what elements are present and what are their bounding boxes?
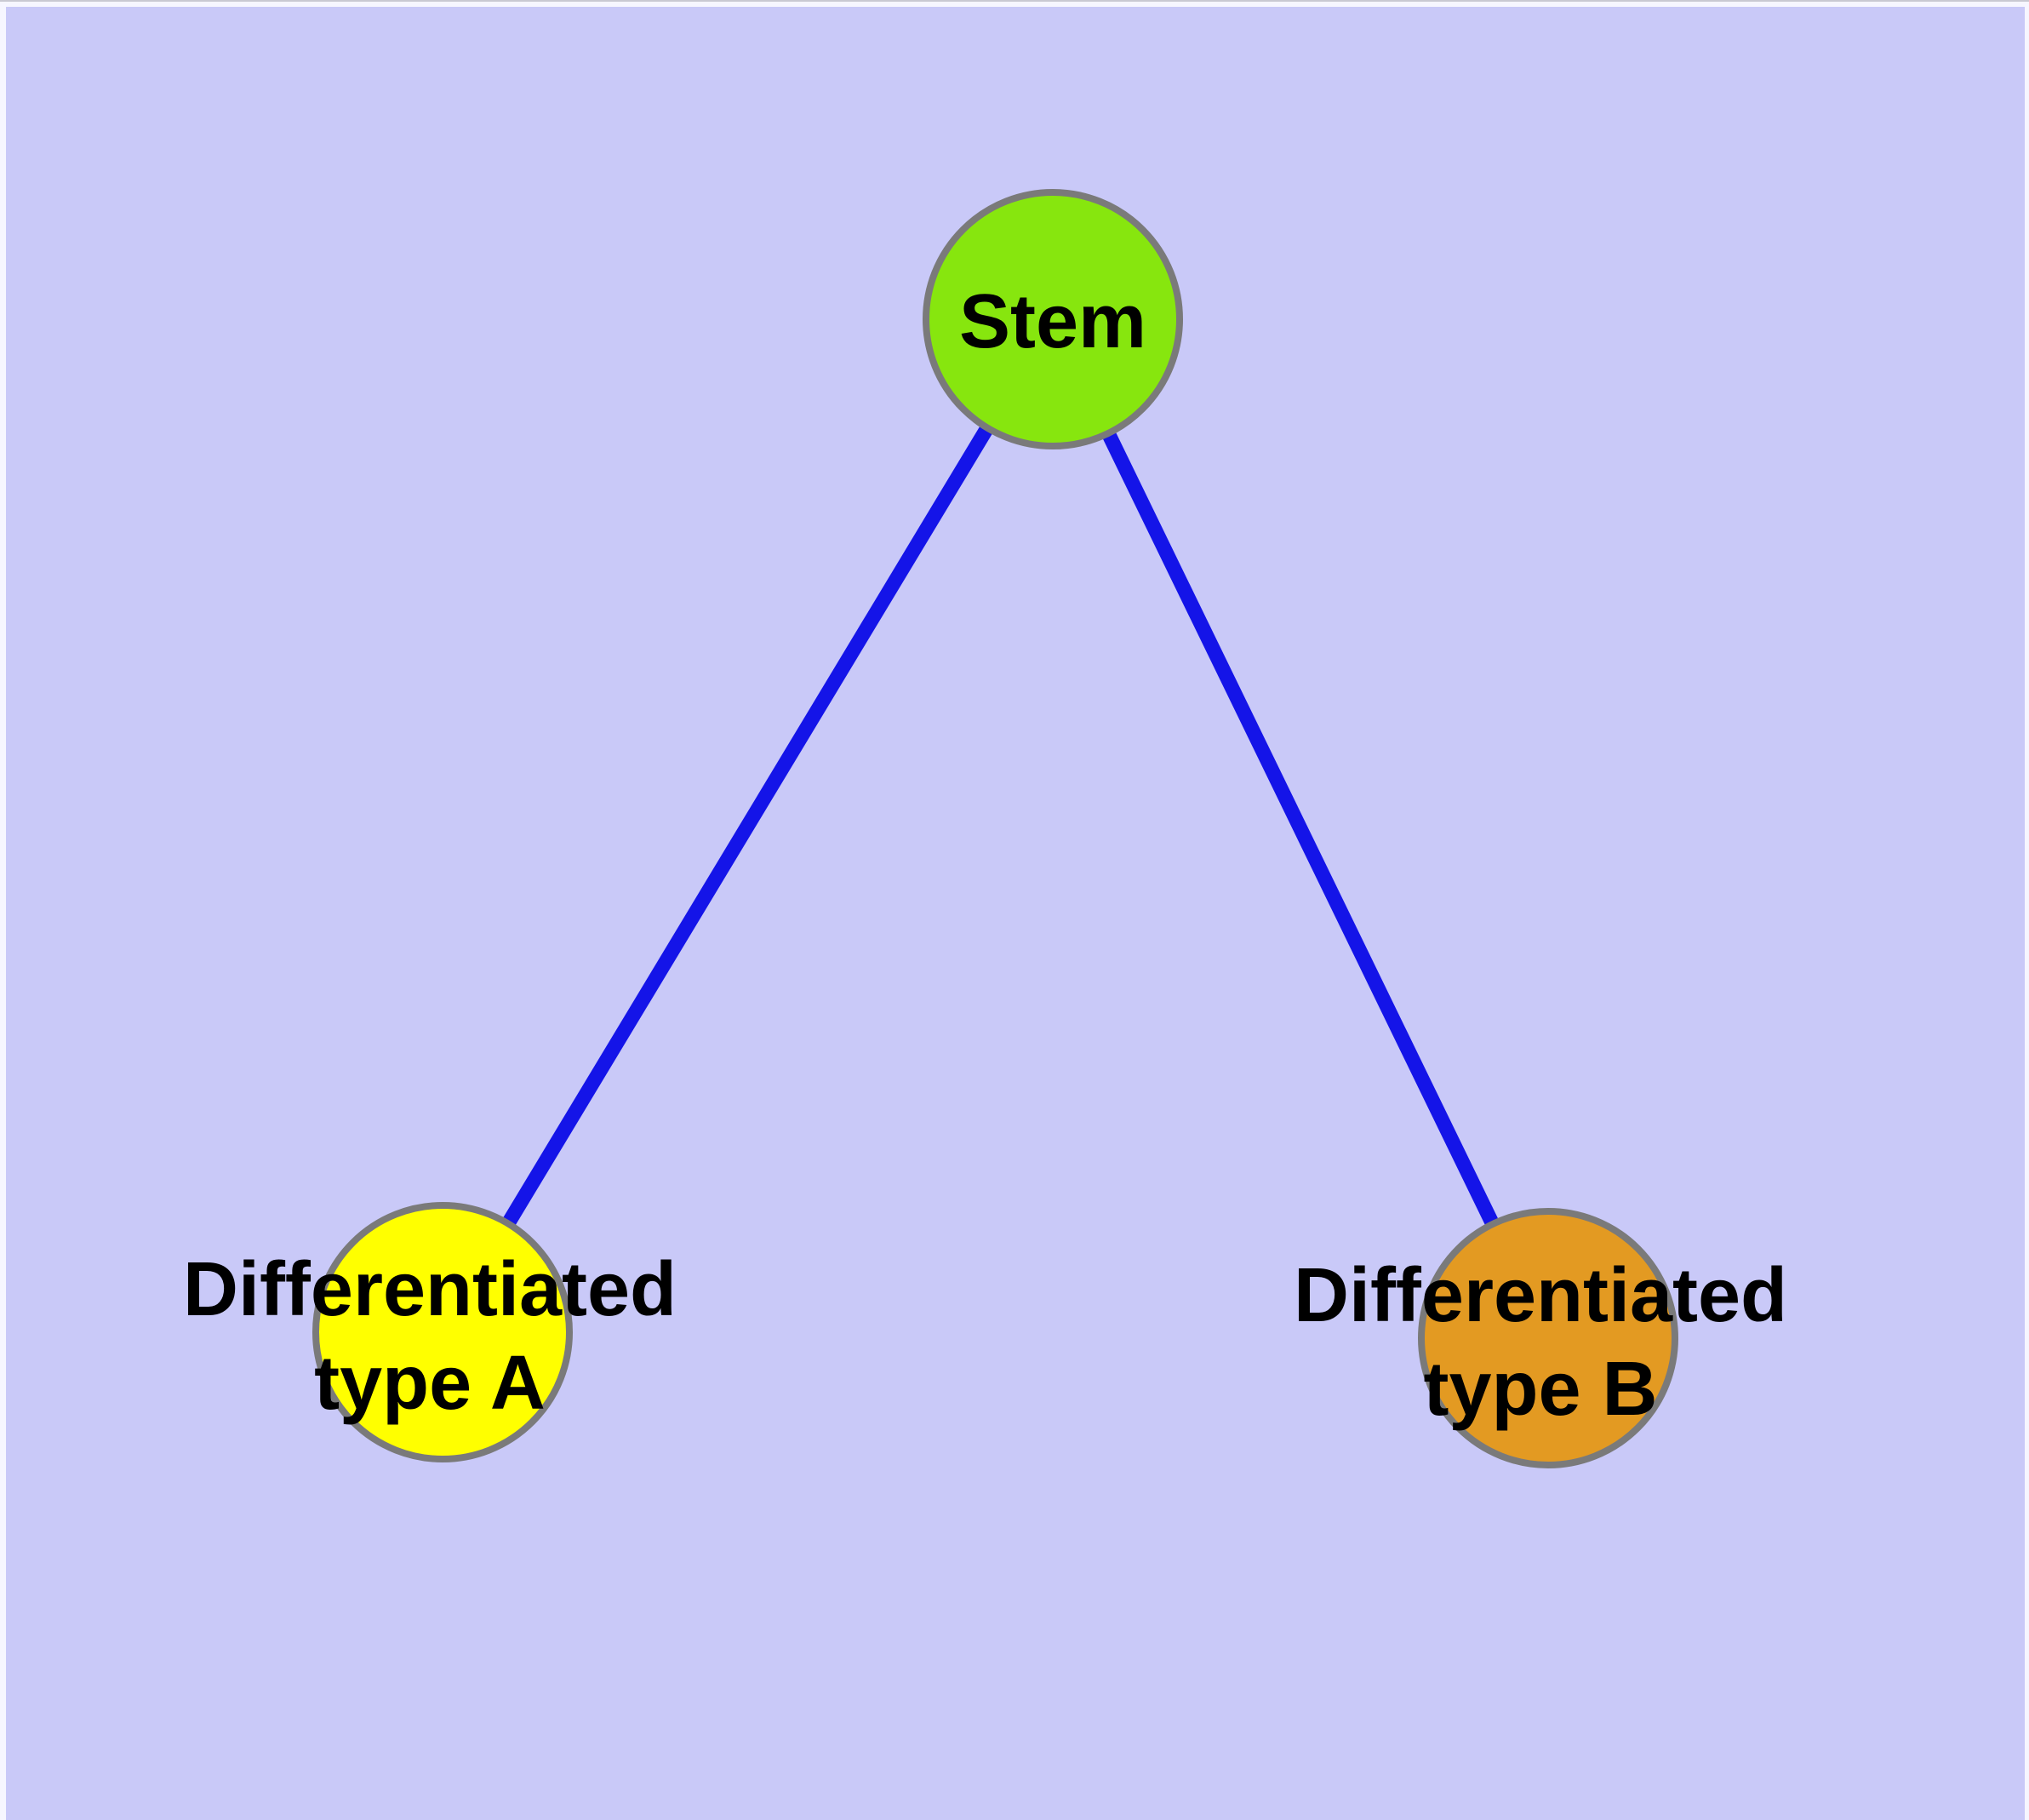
node-type-b: Differentiated type B bbox=[1294, 1208, 1787, 1468]
node-type-a-label-line2: type A bbox=[314, 1341, 546, 1426]
node-type-b-label-line2: type B bbox=[1423, 1347, 1657, 1432]
edge-stem-to-type-b bbox=[1046, 316, 1555, 1342]
frame-hairline bbox=[0, 0, 2029, 2]
node-type-a-circle bbox=[312, 1202, 573, 1462]
edge-stem-to-type-a bbox=[436, 315, 1060, 1336]
node-type-b-label-line1: Differentiated bbox=[1294, 1253, 1787, 1338]
node-type-b-circle bbox=[1418, 1208, 1678, 1468]
node-type-a-label-line1: Differentiated bbox=[183, 1247, 677, 1332]
node-stem-circle bbox=[923, 189, 1183, 449]
node-type-a: Differentiated type A bbox=[183, 1202, 677, 1462]
node-stem-label: Stem bbox=[959, 279, 1146, 364]
node-stem: Stem bbox=[923, 189, 1183, 449]
